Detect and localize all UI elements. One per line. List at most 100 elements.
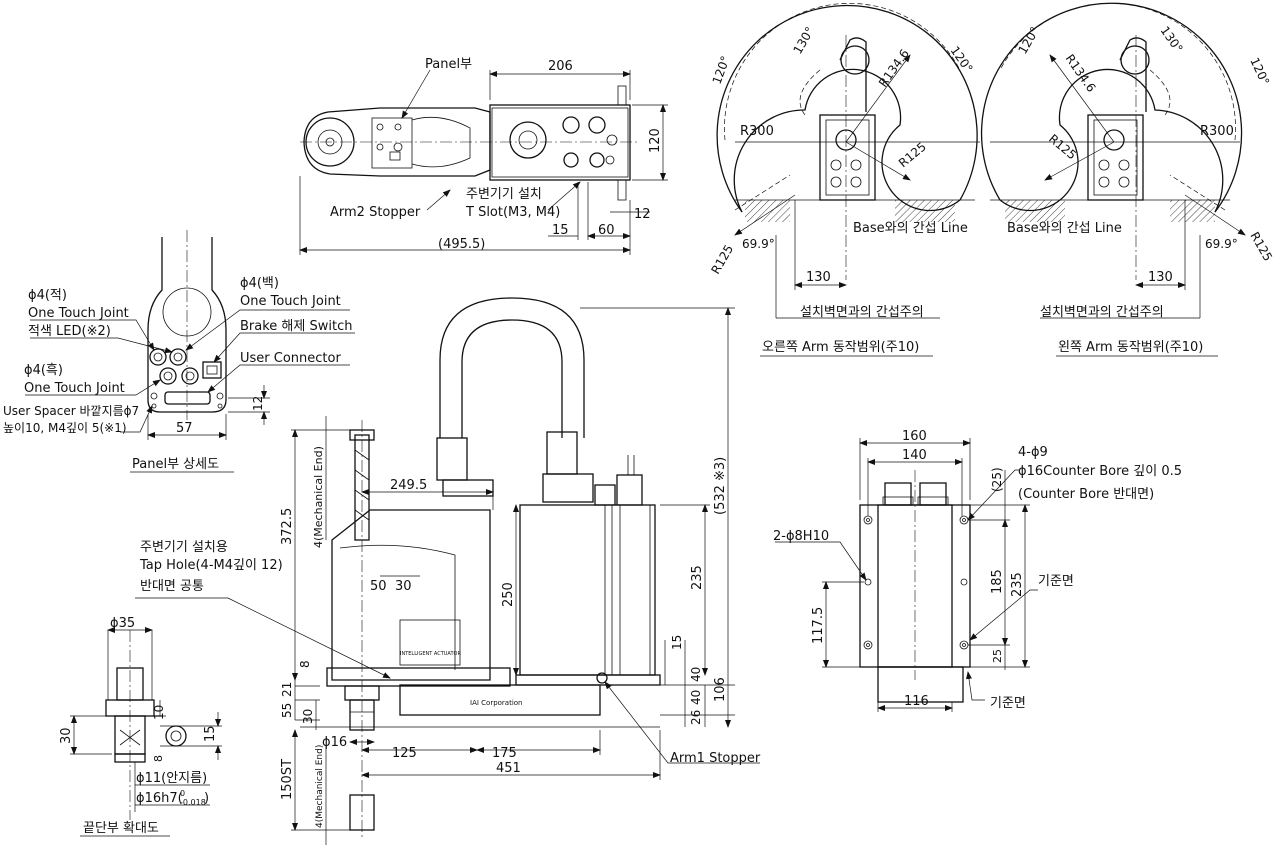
left-a130: 130° (1158, 24, 1186, 56)
holes-1: 4-ϕ9 (1018, 445, 1048, 460)
pin-holes: 2-ϕ8H10 (773, 529, 829, 544)
dim-8-front: 8 (298, 660, 312, 668)
mech-end-bot: 4(Mechanical End) (315, 745, 325, 828)
dim-26: 26 (689, 710, 703, 725)
left-r300: R300 (1200, 124, 1234, 139)
left-r125a: R125 (1046, 132, 1079, 163)
left-caption: 왼쪽 Arm 동작범위(주10) (1058, 340, 1203, 355)
left-a120b: 120° (1247, 55, 1272, 87)
right-r125a: R125 (896, 139, 929, 170)
left-a120: 120° (1015, 24, 1042, 56)
dim-235-front: 235 (690, 565, 705, 590)
base-dim-185: 185 (990, 569, 1005, 594)
phi35: ϕ35 (110, 616, 135, 631)
holes-2: ϕ16Counter Bore 깊이 0.5 (1018, 464, 1182, 479)
dim-50: 50 (370, 579, 387, 594)
right-base-line: Base와의 간섭 Line (853, 221, 968, 236)
base-dim-25a: (25) (990, 467, 1004, 492)
tol-close: ) (204, 791, 209, 806)
right-dim-130: 130 (806, 270, 831, 285)
left-r125b: R125 (1247, 230, 1275, 264)
base-dim-116: 116 (904, 694, 929, 709)
user-connector-label: User Connector (240, 351, 341, 366)
datum-1: 기준면 (1038, 574, 1074, 589)
one-touch-joint-3: One Touch Joint (24, 381, 125, 396)
arm2-stopper-label: Arm2 Stopper (330, 205, 421, 220)
user-spacer-1: User Spacer 바깥지름ϕ7 (3, 404, 139, 418)
end-detail: ϕ35 10 30 15 8 ϕ11(안지름) ϕ16h7( 0 -0.018 … (59, 616, 222, 837)
top-view: Panel부 206 120 Arm2 Stopper 주변기기 설치 T Sl… (299, 57, 668, 255)
dim-249: 249.5 (390, 478, 427, 493)
end-caption: 끝단부 확대도 (83, 821, 159, 836)
left-a699: 69.9° (1205, 237, 1238, 251)
dim-55: 55 (280, 703, 294, 718)
right-a699: 69.9° (742, 237, 775, 251)
mech-end-top: 4(Mechanical End) (312, 446, 325, 548)
right-a130: 130° (790, 24, 817, 56)
user-spacer-2: 높이10, M4깊이 5(※1) (3, 421, 127, 435)
dim-150st: 150ST (280, 759, 295, 800)
dim-175: 175 (492, 746, 517, 761)
base-dim-1175: 117.5 (811, 607, 826, 644)
panel-detail: ϕ4(적) One Touch Joint 적색 LED(※2) ϕ4(백) O… (3, 230, 355, 473)
end-dim-15: 15 (203, 725, 218, 742)
dim-30b: 30 (301, 709, 315, 724)
panel-label: Panel부 (425, 57, 472, 72)
dim-12-panel: 12 (251, 396, 265, 411)
peripheral-label-1: 주변기기 설치 (466, 187, 542, 202)
dim-106: 106 (713, 677, 728, 702)
right-wall-note: 설치벽면과의 간섭주의 (800, 305, 924, 320)
tap-hole-2: Tap Hole(4-M4깊이 12) (139, 558, 283, 573)
right-caption: 오른쪽 Arm 동작범위(주10) (762, 340, 919, 355)
base-view: 160 140 4-ϕ9 ϕ16Counter Bore 깊이 0.5 (Cou… (773, 429, 1182, 712)
phi16h7: ϕ16h7( (136, 791, 183, 806)
left-arm-range: 120° 120° 130° R134.6 R300 R125 R125 69.… (980, 2, 1275, 357)
base-dim-25b: 25 (991, 649, 1004, 663)
base-dim-160: 160 (902, 429, 927, 444)
phi4-black: ϕ4(흑) (24, 363, 63, 378)
end-dim-10: 10 (152, 705, 166, 720)
base-dim-140: 140 (902, 448, 927, 463)
iai-text: IAI Corporation (470, 699, 523, 707)
end-dim-8: 8 (152, 755, 165, 762)
datum-2: 기준면 (990, 696, 1026, 711)
dim-40a: 40 (689, 667, 703, 682)
phi4-white: ϕ4(백) (240, 276, 279, 291)
dim-57: 57 (176, 421, 193, 436)
dim-206: 206 (548, 59, 573, 74)
red-led-label: 적색 LED(※2) (28, 324, 111, 339)
dim-532: (532 ※3) (713, 457, 728, 515)
dim-40b: 40 (689, 690, 703, 705)
panel-caption: Panel부 상세도 (132, 457, 219, 472)
tap-hole-3: 반대면 공통 (140, 579, 204, 594)
right-r134: R134.6 (876, 47, 912, 90)
left-wall-note: 설치벽면과의 간섭주의 (1040, 305, 1164, 320)
peripheral-label-2: T Slot(M3, M4) (465, 205, 560, 220)
phi11: ϕ11(안지름) (136, 771, 207, 786)
logo-text: INTELLIGENT ACTUATOR (400, 651, 461, 657)
phi16-front: ϕ16 (322, 735, 347, 750)
holes-3: (Counter Bore 반대면) (1018, 487, 1154, 502)
right-arm-range: 130° 120° 120° R134.6 R300 R125 R125 69.… (708, 3, 980, 357)
dim-15-top: 15 (552, 223, 569, 238)
base-dim-235: 235 (1010, 572, 1025, 597)
right-r300: R300 (740, 124, 774, 139)
end-dim-30: 30 (59, 727, 74, 744)
dim-21: 21 (280, 682, 294, 697)
dim-250: 250 (501, 582, 516, 607)
brake-switch-label: Brake 해제 Switch (240, 319, 352, 334)
left-r134: R134.6 (1063, 52, 1099, 95)
front-view: INTELLIGENT ACTUATOR IAI Corporation (135, 297, 761, 845)
right-a120b: 120° (948, 44, 976, 76)
dim-30a: 30 (395, 579, 412, 594)
dim-3725: 372.5 (280, 508, 295, 545)
dim-120-top: 120 (648, 128, 663, 153)
dim-451: 451 (496, 761, 521, 776)
left-base-line: Base와의 간섭 Line (1007, 221, 1122, 236)
one-touch-joint-1: One Touch Joint (28, 306, 129, 321)
dim-15-front: 15 (670, 635, 684, 650)
phi4-red: ϕ4(적) (28, 288, 67, 303)
one-touch-joint-2: One Touch Joint (240, 294, 341, 309)
tol-lo: -0.018 (180, 798, 206, 807)
